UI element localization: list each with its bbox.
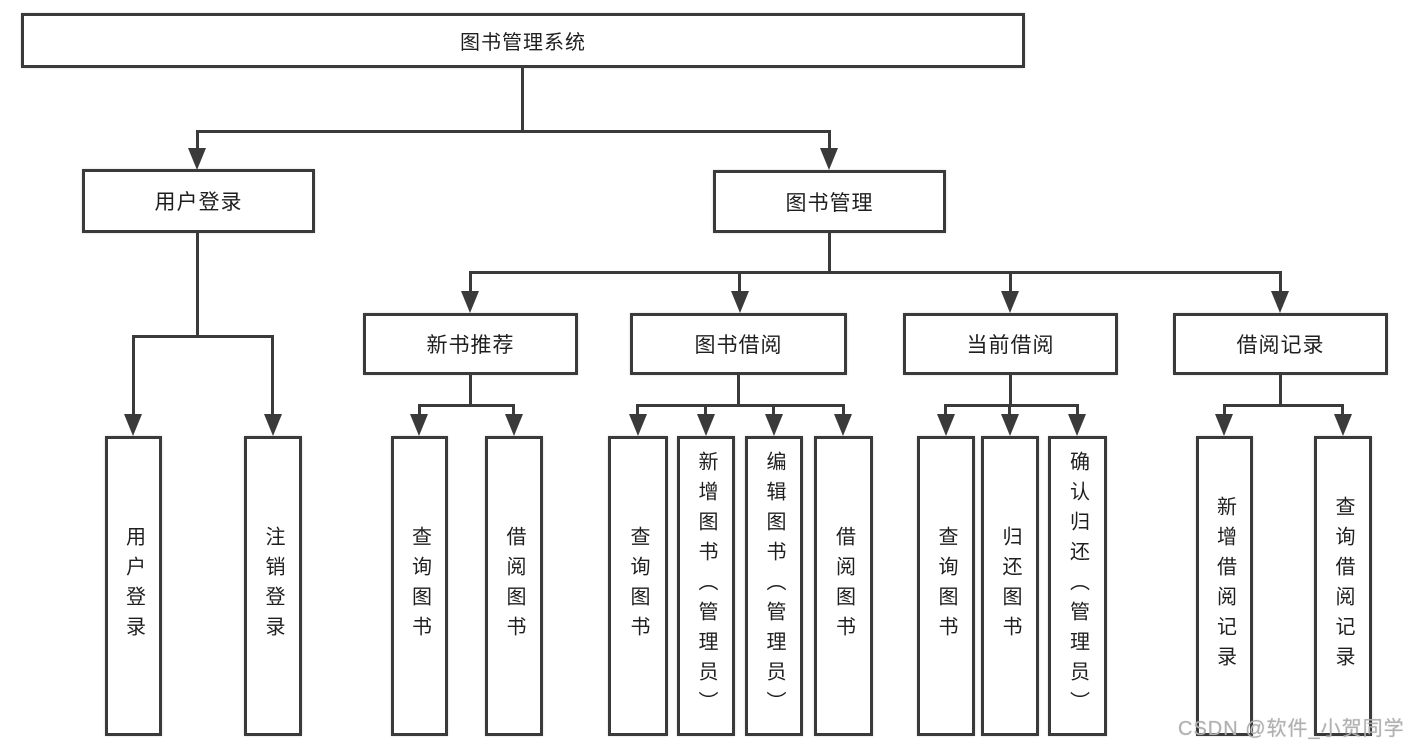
connector-line bbox=[1279, 271, 1282, 293]
leaf-query-borrow-record: 查询借阅记录 bbox=[1314, 436, 1372, 736]
connector-line bbox=[469, 271, 472, 293]
connector-line bbox=[418, 404, 421, 416]
leaf-confirm-return-admin: 确认归还（管理员） bbox=[1048, 436, 1107, 736]
arrow-down-icon bbox=[820, 148, 838, 170]
connector-line bbox=[828, 233, 831, 274]
node-current-borrow-label: 当前借阅 bbox=[966, 334, 1055, 357]
arrow-down-icon bbox=[410, 414, 428, 436]
connector-line bbox=[1009, 375, 1012, 407]
connector-line bbox=[196, 130, 199, 150]
connector-line bbox=[196, 233, 199, 338]
leaf-add-book-admin: 新增图书（管理员） bbox=[677, 436, 735, 736]
connector-line bbox=[828, 130, 831, 150]
connector-line bbox=[1076, 404, 1079, 416]
arrow-down-icon bbox=[629, 414, 647, 436]
connector-line bbox=[737, 375, 740, 407]
leaf-query-borrow-record-label: 查询借阅记录 bbox=[1332, 496, 1354, 676]
connector-line bbox=[636, 404, 845, 407]
arrow-down-icon bbox=[1068, 414, 1086, 436]
leaf-query-books-3: 查询图书 bbox=[917, 436, 975, 736]
arrow-down-icon bbox=[264, 414, 282, 436]
connector-line bbox=[636, 404, 639, 416]
leaf-user-login: 用户登录 bbox=[105, 436, 162, 736]
leaf-edit-book-admin: 编辑图书（管理员） bbox=[745, 436, 803, 736]
connector-line bbox=[196, 130, 831, 133]
connector-line bbox=[469, 375, 472, 407]
arrow-down-icon bbox=[765, 414, 783, 436]
arrow-down-icon bbox=[937, 414, 955, 436]
connector-line bbox=[842, 404, 845, 416]
connector-line bbox=[772, 404, 775, 416]
arrow-down-icon bbox=[834, 414, 852, 436]
node-borrow-records-label: 借阅记录 bbox=[1236, 334, 1325, 357]
node-book-borrow-label: 图书借阅 bbox=[694, 334, 783, 357]
connector-line bbox=[512, 404, 515, 416]
node-book-borrow: 图书借阅 bbox=[630, 313, 847, 375]
leaf-add-borrow-record: 新增借阅记录 bbox=[1196, 436, 1253, 736]
node-user-login: 用户登录 bbox=[82, 169, 315, 233]
node-new-book-recommend-label: 新书推荐 bbox=[426, 334, 515, 357]
connector-line bbox=[1223, 404, 1344, 407]
leaf-user-login-label: 用户登录 bbox=[122, 526, 145, 646]
arrow-down-icon bbox=[1215, 414, 1233, 436]
leaf-borrow-books-1-label: 借阅图书 bbox=[503, 526, 525, 646]
leaf-borrow-books-1: 借阅图书 bbox=[485, 436, 543, 736]
connector-line bbox=[418, 404, 515, 407]
node-new-book-recommend: 新书推荐 bbox=[363, 313, 578, 375]
leaf-query-books-2-label: 查询图书 bbox=[627, 526, 649, 646]
connector-line bbox=[1341, 404, 1344, 416]
leaf-query-books-3-label: 查询图书 bbox=[935, 526, 957, 646]
node-root-label: 图书管理系统 bbox=[460, 32, 586, 54]
connector-line bbox=[521, 68, 524, 133]
leaf-query-books-1-label: 查询图书 bbox=[408, 526, 431, 646]
connector-line bbox=[704, 404, 707, 416]
arrow-down-icon bbox=[1271, 291, 1289, 313]
arrow-down-icon bbox=[1001, 414, 1019, 436]
arrow-down-icon bbox=[461, 291, 479, 313]
leaf-borrow-books-2: 借阅图书 bbox=[814, 436, 873, 736]
connector-line bbox=[1279, 375, 1282, 407]
leaf-query-books-1: 查询图书 bbox=[391, 436, 448, 736]
watermark: CSDN @软件_小贺同学 bbox=[1178, 718, 1405, 740]
node-user-login-label: 用户登录 bbox=[154, 191, 243, 214]
connector-line bbox=[469, 271, 1282, 274]
node-book-management-label: 图书管理 bbox=[785, 191, 874, 215]
arrow-down-icon bbox=[188, 148, 206, 170]
node-borrow-records: 借阅记录 bbox=[1173, 313, 1388, 375]
leaf-add-book-admin-label: 新增图书（管理员） bbox=[695, 451, 717, 721]
connector-line bbox=[1223, 404, 1226, 416]
leaf-logout-label: 注销登录 bbox=[262, 526, 284, 646]
arrow-down-icon bbox=[1334, 414, 1352, 436]
connector-line bbox=[132, 335, 274, 338]
leaf-add-borrow-record-label: 新增借阅记录 bbox=[1213, 496, 1236, 676]
leaf-borrow-books-2-label: 借阅图书 bbox=[832, 526, 855, 646]
leaf-query-books-2: 查询图书 bbox=[608, 436, 668, 736]
connector-line bbox=[132, 335, 135, 416]
leaf-return-book: 归还图书 bbox=[981, 436, 1039, 736]
leaf-edit-book-admin-label: 编辑图书（管理员） bbox=[763, 451, 785, 721]
connector-line bbox=[1009, 271, 1012, 293]
node-book-management: 图书管理 bbox=[713, 170, 946, 233]
leaf-confirm-return-admin-label: 确认归还（管理员） bbox=[1066, 451, 1089, 721]
connector-line bbox=[1008, 404, 1011, 416]
arrow-down-icon bbox=[731, 291, 749, 313]
arrow-down-icon bbox=[1001, 291, 1019, 313]
arrow-down-icon bbox=[697, 414, 715, 436]
leaf-logout: 注销登录 bbox=[244, 436, 302, 736]
connector-line bbox=[271, 335, 274, 416]
arrow-down-icon bbox=[124, 414, 142, 436]
connector-line bbox=[944, 404, 1079, 407]
connector-line bbox=[944, 404, 947, 416]
connector-line bbox=[738, 271, 741, 293]
node-root: 图书管理系统 bbox=[21, 13, 1025, 68]
node-current-borrow: 当前借阅 bbox=[903, 313, 1118, 375]
leaf-return-book-label: 归还图书 bbox=[999, 526, 1021, 646]
arrow-down-icon bbox=[505, 414, 523, 436]
